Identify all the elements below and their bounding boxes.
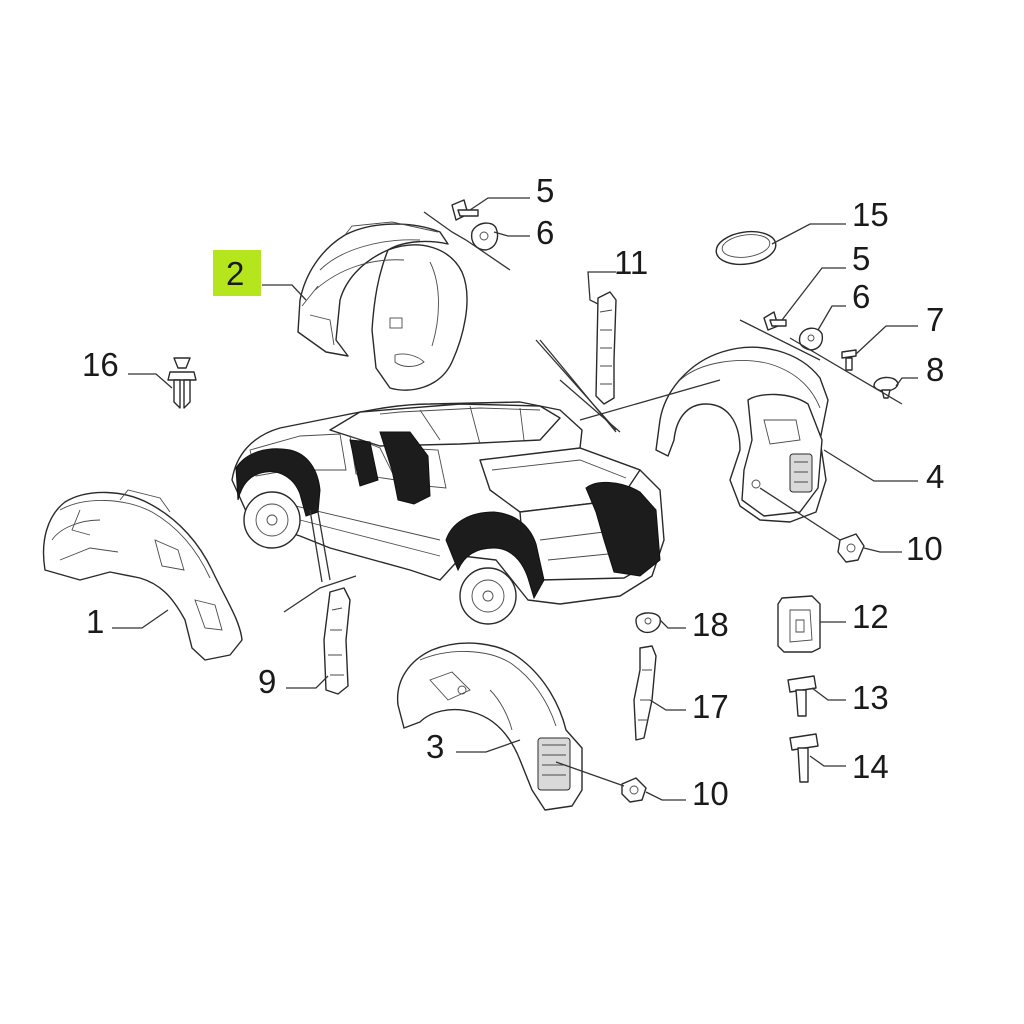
part-label-7[interactable]: 7: [926, 301, 944, 338]
part-label-1[interactable]: 1: [86, 603, 104, 640]
part-label-14[interactable]: 14: [852, 748, 889, 785]
part-label-18[interactable]: 18: [692, 606, 729, 643]
part-label-13[interactable]: 13: [852, 679, 889, 716]
part-label-5-top[interactable]: 5: [536, 172, 554, 209]
bolt-13-drawing: [787, 675, 817, 717]
part-label-16[interactable]: 16: [82, 346, 119, 383]
strip-17-drawing: [633, 645, 657, 741]
clip-10-bottom-drawing: [621, 777, 647, 803]
bracket-9-drawing: [323, 587, 351, 695]
part-label-3[interactable]: 3: [426, 728, 444, 765]
part-label-15[interactable]: 15: [852, 196, 889, 233]
part-labels: 1 2 3 4 5 5 6 6 7 8 9 10 10 11 12 13 14 …: [82, 172, 944, 812]
wheel-arch-liner-front-left-drawing: [42, 489, 243, 661]
pin-7-drawing: [841, 349, 857, 371]
wheel-arch-liner-rear-left-drawing: [396, 642, 583, 811]
cap-15-drawing: [715, 230, 777, 266]
part-label-6-top[interactable]: 6: [536, 214, 554, 251]
clip-10-right-drawing: [837, 533, 865, 563]
nut-18-drawing: [635, 612, 661, 634]
strip-11-drawing: [595, 291, 617, 405]
bolt-14-drawing: [789, 733, 819, 783]
part-label-10-bottom[interactable]: 10: [692, 775, 729, 812]
part-label-11[interactable]: 11: [614, 244, 648, 281]
wheel-arch-liner-front-right-drawing: [297, 221, 468, 391]
pickup-truck-drawing: [231, 339, 721, 625]
leader-lines: [112, 197, 918, 801]
rivet-16-drawing: [167, 357, 197, 409]
part-label-5-right[interactable]: 5: [852, 240, 870, 277]
part-label-8[interactable]: 8: [926, 351, 944, 388]
screw-5-right-drawing: [763, 311, 787, 331]
part-label-9[interactable]: 9: [258, 663, 276, 700]
part-label-6-right[interactable]: 6: [852, 278, 870, 315]
part-label-12[interactable]: 12: [852, 598, 889, 635]
wheel-arch-liner-rear-right-drawing: [655, 346, 829, 523]
clip-12-drawing: [777, 595, 821, 653]
part-label-4[interactable]: 4: [926, 458, 944, 495]
part-2-highlight: [213, 250, 261, 296]
screw-5-top-drawing: [451, 199, 479, 221]
clip-6-right-drawing: [798, 327, 824, 351]
clip-6-top-drawing: [470, 222, 499, 251]
part-label-2[interactable]: 2: [226, 255, 244, 292]
part-label-17[interactable]: 17: [692, 688, 729, 725]
part-label-10-right[interactable]: 10: [906, 530, 943, 567]
